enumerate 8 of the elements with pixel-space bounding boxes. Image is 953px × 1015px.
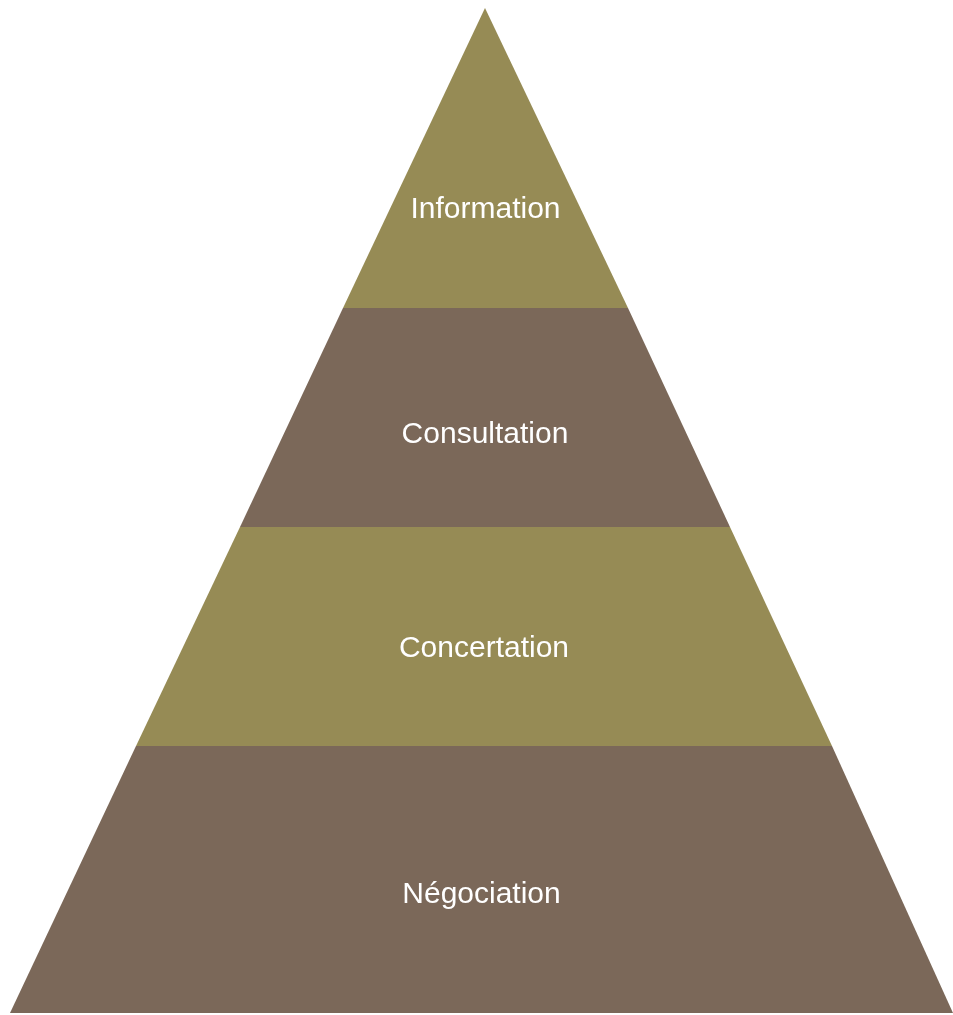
pyramid-tier — [240, 308, 730, 527]
tier-label: Concertation — [398, 630, 570, 663]
pyramid-tier — [343, 8, 628, 308]
tier-label: Négociation — [402, 876, 561, 909]
tier-label: Information — [410, 191, 561, 224]
tier-label: Consultation — [401, 416, 569, 449]
pyramid-tier — [136, 527, 832, 746]
pyramid-tier — [10, 746, 953, 1013]
